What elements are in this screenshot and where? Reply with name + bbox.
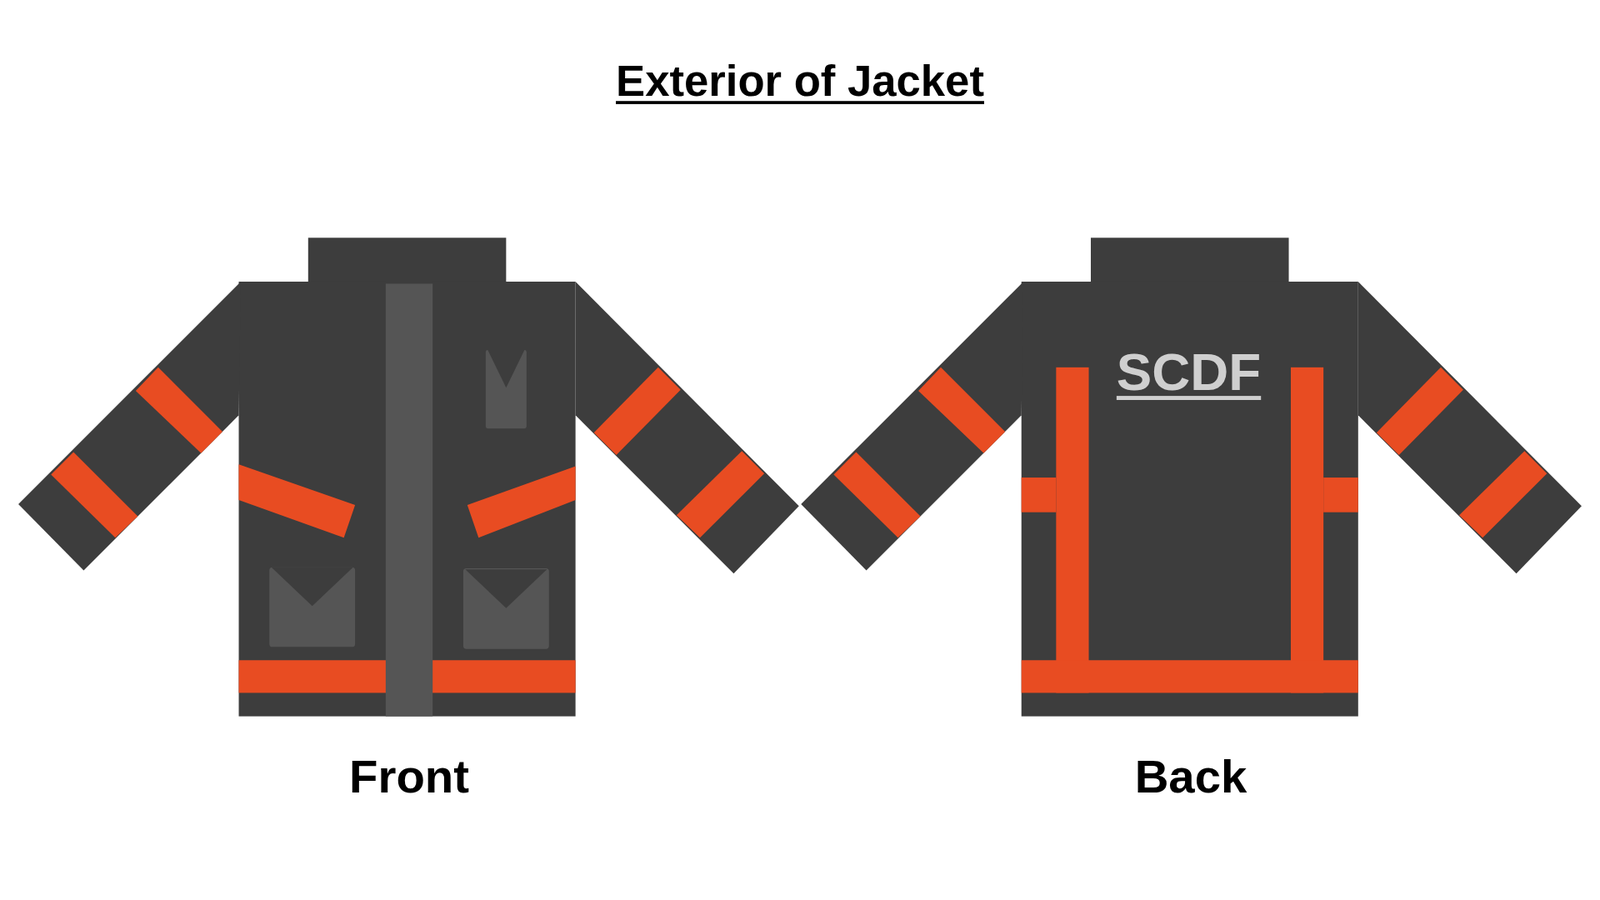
reflective-stripe (1055, 367, 1089, 694)
jacket-body (239, 281, 576, 717)
reflective-stripe (1021, 477, 1057, 513)
reflective-stripe (1021, 660, 1359, 693)
sleeve (18, 281, 241, 571)
sleeve (575, 281, 800, 574)
jacket-lettering: SCDF (1116, 342, 1261, 401)
reflective-stripe (50, 451, 138, 538)
diagram-title: Exterior of Jacket (615, 57, 985, 106)
reflective-stripe (1376, 367, 1464, 455)
jacket-front (18, 237, 800, 716)
reflective-stripe (594, 367, 681, 455)
pocket-flap (271, 567, 354, 607)
sleeve (800, 281, 1024, 571)
reflective-stripe (467, 466, 576, 539)
collar (308, 237, 507, 284)
pocket-flap (465, 569, 547, 609)
collar (1090, 237, 1290, 284)
reflective-stripe (918, 367, 1005, 454)
reflective-stripe (1290, 367, 1324, 694)
zipper-placket (385, 283, 433, 716)
pocket-flap (487, 350, 525, 388)
chest-pocket (485, 350, 527, 429)
pocket (269, 567, 355, 648)
pocket (463, 568, 550, 650)
reflective-stripe (676, 450, 765, 538)
reflective-stripe (1323, 477, 1359, 513)
view-label: Front (349, 750, 470, 803)
view-label: Back (1135, 750, 1248, 803)
reflective-stripe (135, 367, 223, 454)
reflective-stripe (239, 464, 356, 538)
sleeve (1358, 281, 1582, 574)
reflective-stripe (833, 451, 920, 538)
jacket-back (800, 237, 1582, 716)
jacket-body (1021, 281, 1359, 717)
reflective-stripe (1459, 450, 1547, 538)
